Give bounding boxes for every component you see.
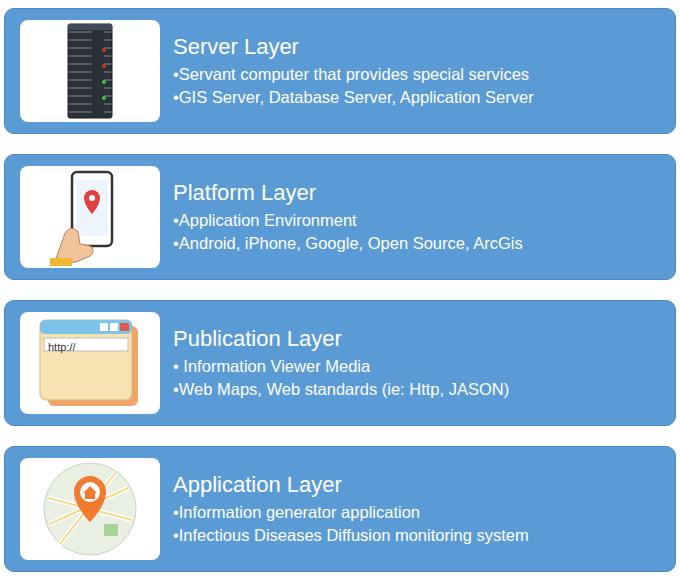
bullet-text: •Information generator application [173,501,665,524]
layer-title: Publication Layer [173,325,665,352]
browser-icon [20,312,160,414]
layer-title: Application Layer [173,471,665,498]
layer-title: Server Layer [173,33,665,60]
phone-icon [20,166,160,268]
map-icon [20,458,160,560]
bullet-text: •Web Maps, Web standards (ie: Http, JASO… [173,378,665,401]
bullet-text: •GIS Server, Database Server, Applicatio… [173,86,665,109]
bullet-text: •Servant computer that provides special … [173,63,665,86]
server-icon [20,20,160,122]
layer-title: Platform Layer [173,179,665,206]
url-text: http:// [48,341,76,353]
bullet-text: •Application Environment [173,209,665,232]
bullet-text: •Android, iPhone, Google, Open Source, A… [173,232,665,255]
bullet-text: • Information Viewer Media [173,355,665,378]
bullet-text: •Infectious Diseases Diffusion monitorin… [173,524,665,547]
